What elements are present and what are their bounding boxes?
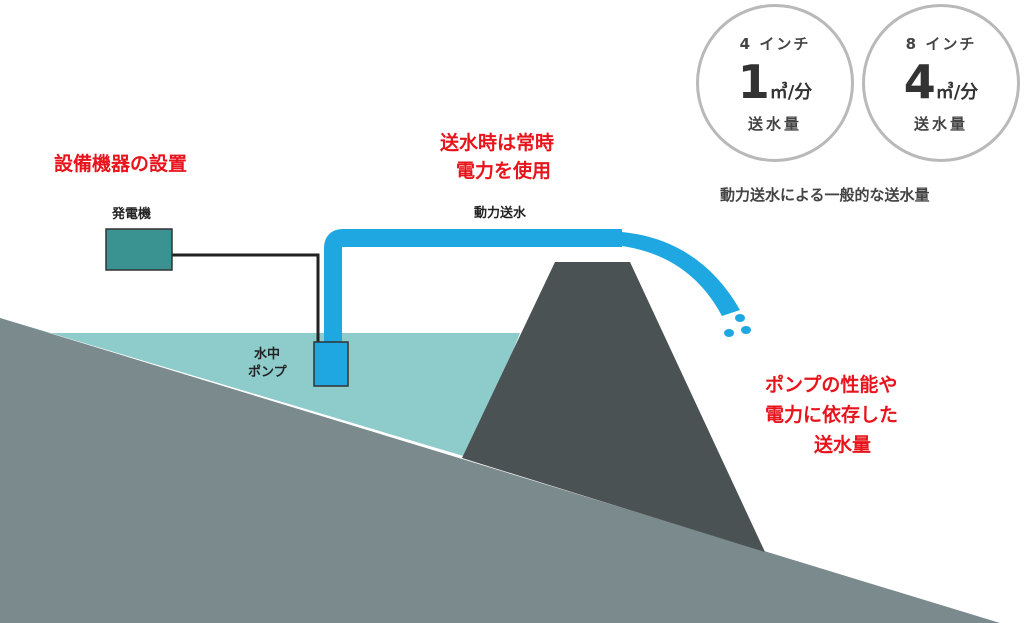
generator	[105, 228, 173, 271]
result-line1: ポンプの性能や	[765, 374, 898, 396]
pump-label-line1: 水中	[254, 347, 281, 362]
pipe-size: 8 インチ	[905, 35, 977, 53]
power-cable	[172, 253, 320, 344]
pump-label-line2: ポンプ	[248, 365, 287, 380]
pipe-size: 4 インチ	[739, 35, 811, 53]
flow-value-row: 4㎥/分	[865, 55, 1017, 109]
water-drop	[741, 326, 751, 334]
flow-circle-4inch: 4 インチ 1㎥/分 送水量	[696, 4, 854, 162]
dam	[462, 262, 765, 552]
water-body	[0, 318, 520, 458]
flow-circle-8inch: 8 インチ 4㎥/分 送水量	[862, 4, 1020, 162]
circles-caption: 動力送水による一般的な送水量	[720, 186, 930, 204]
power-note-line1: 送水時は常時	[440, 132, 555, 154]
equipment-title: 設備機器の設置	[54, 153, 188, 175]
flow-unit: ㎥/分	[935, 82, 979, 103]
water-drop	[735, 314, 745, 322]
discharge-pipe	[324, 229, 622, 346]
flow-value: 4	[903, 55, 936, 109]
flow-label: 送水量	[913, 115, 968, 133]
submersible-pump	[313, 341, 349, 387]
result-line2: 電力に依存した	[765, 404, 899, 426]
flow-unit: ㎥/分	[769, 82, 813, 103]
water-drop	[724, 329, 734, 337]
flow-value: 1	[737, 55, 770, 109]
flow-label: 送水量	[747, 115, 802, 133]
pipe-label: 動力送水	[474, 206, 527, 221]
power-note-line2: 電力を使用	[456, 160, 552, 182]
pipe-outflow	[622, 232, 740, 316]
result-line3: 送水量	[814, 434, 872, 456]
generator-label: 発電機	[112, 207, 152, 222]
flow-value-row: 1㎥/分	[699, 55, 851, 109]
